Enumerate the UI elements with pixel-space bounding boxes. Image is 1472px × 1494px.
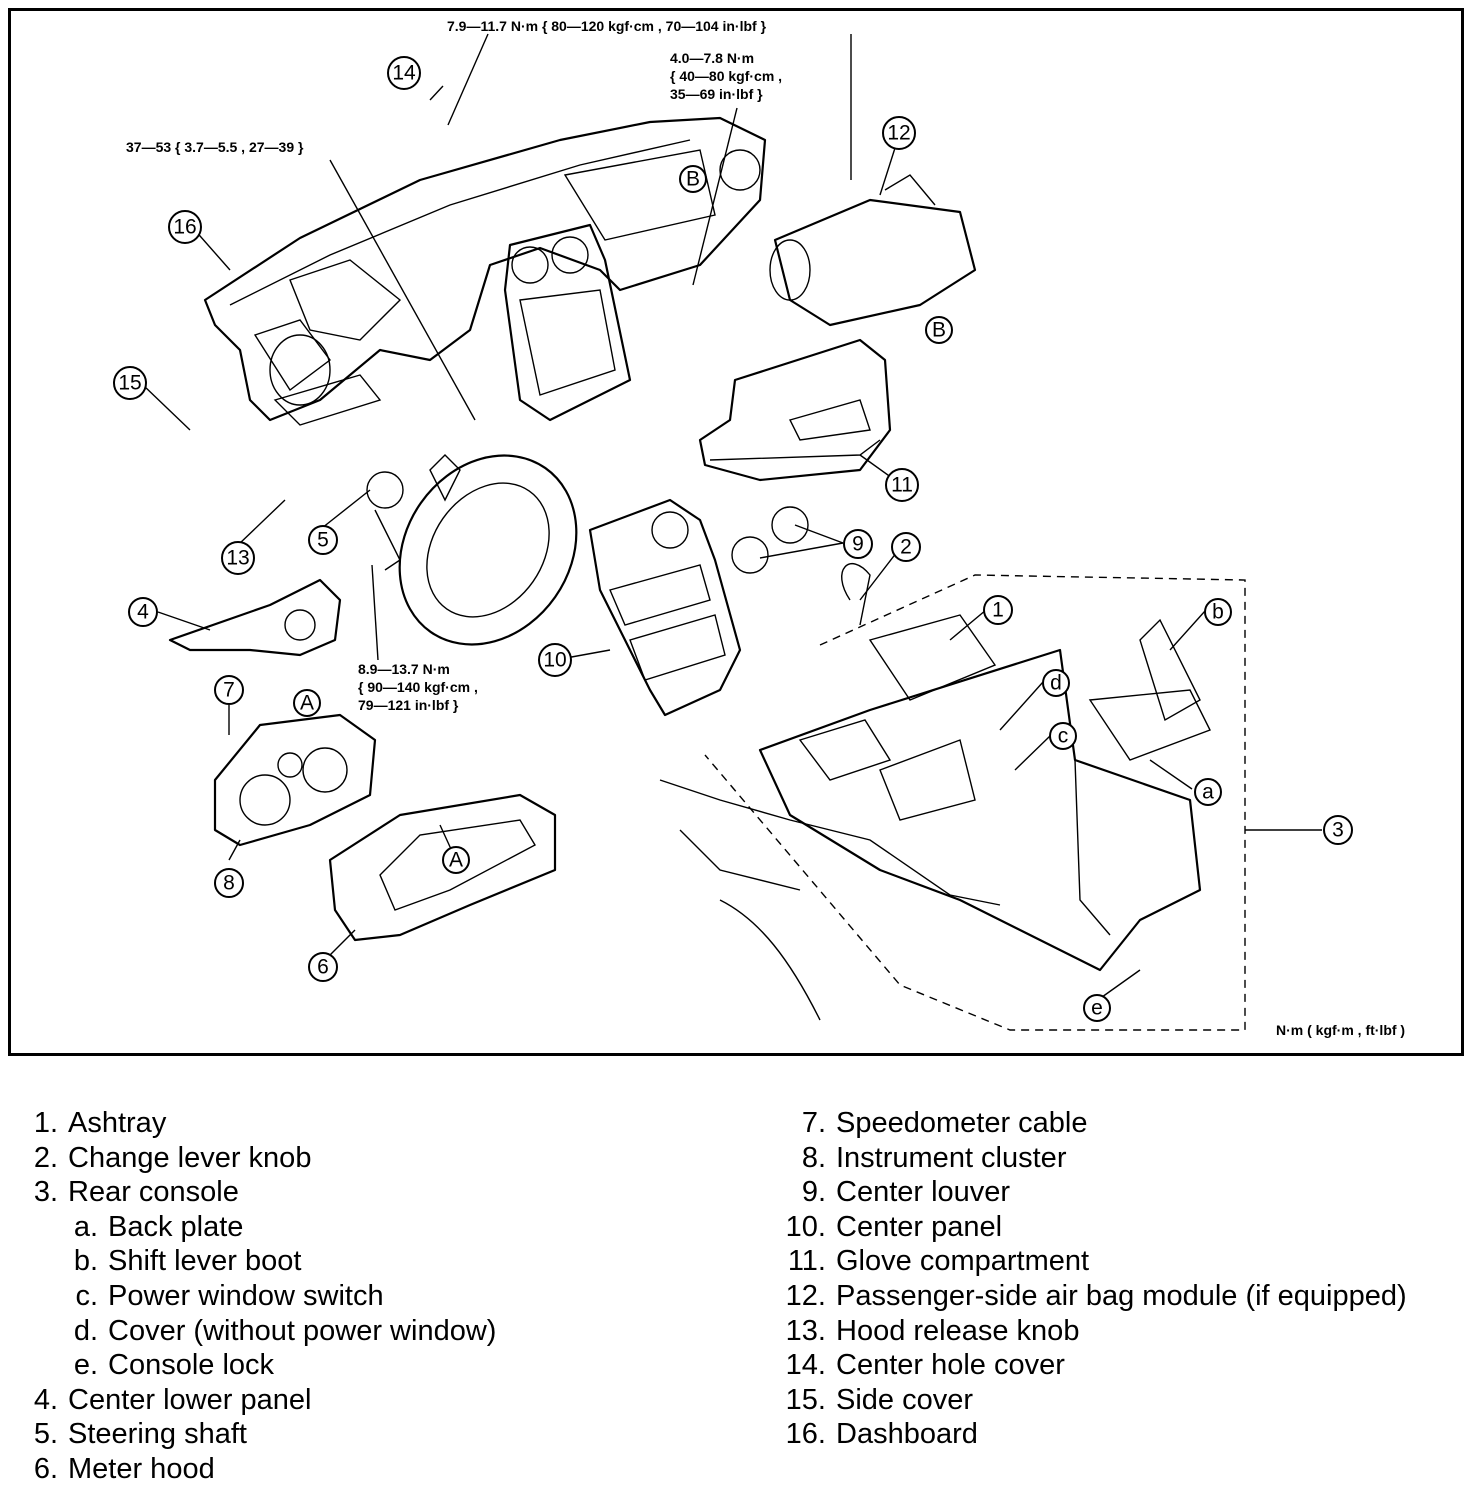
callout-8: 8: [214, 868, 244, 898]
instrument-cluster-part: [213, 713, 377, 847]
callout-A-lower: A: [442, 846, 470, 874]
callout-12: 12: [882, 116, 916, 150]
torque-mid-line3: 35—69 in·lbf }: [670, 86, 763, 102]
rear-console-part: [659, 563, 1211, 1021]
svg-text:12: 12: [887, 122, 910, 145]
svg-text:13: 13: [226, 547, 249, 570]
svg-text:d: d: [1050, 672, 1062, 695]
svg-text:8: 8: [223, 872, 235, 895]
meter-hood-part: [328, 793, 557, 942]
torque-lower-line3: 79—121 in·lbf }: [358, 697, 459, 713]
legend-item: e.Console lock: [73, 1349, 275, 1382]
legend-item: 4.Center lower panel: [33, 1383, 312, 1416]
torque-lower-line1: 8.9—13.7 N·m: [358, 661, 450, 677]
steering-wheel-part: [366, 454, 578, 646]
svg-text:4: 4: [137, 601, 149, 624]
svg-text:e: e: [1091, 997, 1103, 1020]
callout-A-upper: A: [293, 689, 321, 717]
callout-11: 11: [885, 468, 919, 502]
legend-item: 3.Rear console: [33, 1176, 239, 1209]
svg-text:B: B: [932, 319, 946, 342]
svg-text:10: 10: [543, 649, 566, 672]
leader-lines: [142, 33, 1206, 1008]
torque-note-top: 7.9—11.7 N·m { 80—120 kgf·cm , 70—104 in…: [447, 18, 767, 34]
callout-e: e: [1083, 994, 1111, 1022]
callout-B-lower: B: [925, 316, 953, 344]
svg-text:a: a: [1202, 781, 1214, 804]
legend-item: 1.Ashtray: [33, 1107, 167, 1139]
legend-item: 13.Hood release knob: [785, 1314, 1080, 1347]
svg-text:b: b: [1212, 601, 1224, 624]
legend-item: 14.Center hole cover: [785, 1349, 1065, 1382]
legend-item: c.Power window switch: [75, 1279, 384, 1312]
diagram-frame: [8, 8, 1464, 1056]
callout-a: a: [1194, 778, 1222, 806]
dashboard-part: [203, 116, 767, 426]
svg-text:2: 2: [900, 536, 912, 559]
legend-item: 9.Center louver: [801, 1176, 1011, 1209]
svg-text:14: 14: [392, 62, 416, 85]
center-lower-panel-part: [168, 578, 342, 657]
legend-right: 7.Speedometer cable 8.Instrument cluster…: [780, 1106, 1407, 1452]
legend-item: 11.Glove compartment: [787, 1245, 1090, 1278]
svg-text:9: 9: [852, 533, 864, 556]
legend-left: 1.Ashtray 2.Change lever knob 3.Rear con…: [22, 1106, 497, 1487]
legend-item: 8.Instrument cluster: [801, 1141, 1067, 1174]
svg-text:11: 11: [891, 474, 913, 497]
callout-6: 6: [308, 952, 338, 982]
center-panel-part: [588, 498, 809, 717]
callout-4: 4: [128, 597, 158, 627]
callout-c: c: [1049, 722, 1077, 750]
legend-item: 10.Center panel: [785, 1210, 1003, 1243]
legend-item: b.Shift lever boot: [73, 1245, 302, 1278]
callout-9: 9: [843, 529, 873, 559]
exploded-dashboard-diagram: 14 12 16 15 13 5 4 7 8 6 10 11 9 2 1 3 b…: [113, 33, 1353, 1031]
torque-mid-line1: 4.0—7.8 N·m: [670, 50, 755, 66]
svg-text:c: c: [1058, 725, 1069, 748]
callout-13: 13: [221, 541, 255, 575]
callout-16: 16: [168, 210, 202, 244]
svg-text:A: A: [449, 849, 463, 872]
legend-item: 6.Meter hood: [33, 1452, 215, 1485]
svg-text:A: A: [300, 692, 314, 715]
torque-note-mid: 4.0—7.8 N·m { 40—80 kgf·cm , 35—69 in·lb…: [670, 49, 782, 103]
airbag-module-part: [769, 174, 977, 327]
callout-d: d: [1042, 669, 1070, 697]
legend-item: 12.Passenger-side air bag module (if equ…: [785, 1279, 1407, 1312]
legend-item: 16.Dashboard: [785, 1418, 978, 1451]
svg-text:3: 3: [1332, 819, 1344, 842]
torque-note-left: 37—53 { 3.7—5.5 , 27—39 }: [126, 139, 304, 155]
callout-10: 10: [538, 643, 572, 677]
legend-item: d.Cover (without power window): [73, 1314, 497, 1347]
callout-7: 7: [214, 675, 244, 705]
callout-2: 2: [891, 532, 921, 562]
units-note: N·m ( kgf·m , ft·lbf ): [1276, 1022, 1406, 1038]
legend-item: 7.Speedometer cable: [801, 1107, 1088, 1139]
svg-text:6: 6: [317, 956, 329, 979]
glove-compartment-part: [698, 338, 892, 482]
callout-3: 3: [1323, 815, 1353, 845]
svg-text:1: 1: [992, 599, 1004, 622]
callout-15: 15: [113, 366, 147, 400]
svg-text:15: 15: [118, 372, 141, 395]
legend-item: a.Back plate: [73, 1210, 244, 1243]
svg-text:16: 16: [173, 216, 196, 239]
callout-b: b: [1204, 598, 1232, 626]
svg-text:B: B: [686, 168, 700, 191]
callout-1: 1: [983, 595, 1013, 625]
torque-mid-line2: { 40—80 kgf·cm ,: [670, 68, 783, 84]
torque-lower-line2: { 90—140 kgf·cm ,: [358, 679, 478, 695]
svg-text:5: 5: [317, 529, 329, 552]
svg-text:7: 7: [223, 679, 235, 702]
legend-item: 5.Steering shaft: [33, 1418, 247, 1451]
legend-item: 2.Change lever knob: [33, 1141, 312, 1174]
callout-14: 14: [387, 56, 421, 90]
callout-B-upper: B: [679, 165, 707, 193]
torque-note-lower: 8.9—13.7 N·m { 90—140 kgf·cm , 79—121 in…: [358, 660, 478, 714]
legend-item: 15.Side cover: [785, 1383, 974, 1416]
center-stack-part: [503, 223, 632, 422]
callout-5: 5: [308, 525, 338, 555]
